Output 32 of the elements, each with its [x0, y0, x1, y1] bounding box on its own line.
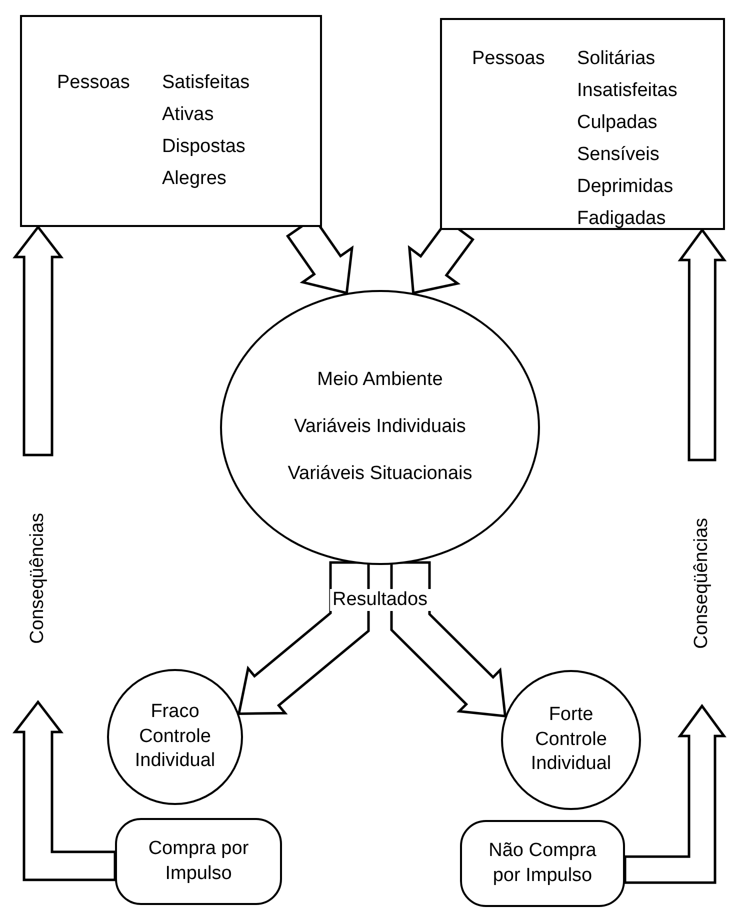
block-arrow — [12, 700, 116, 882]
node-text: Não Compra por Impulso — [488, 838, 598, 888]
node-text: Conseqüências — [690, 518, 713, 648]
node-text: Satisfeitas — [162, 72, 250, 94]
block-arrow — [678, 228, 727, 462]
node-text: Variáveis Individuais — [294, 415, 466, 440]
rounded-box — [115, 818, 282, 905]
node-text: Solitárias — [577, 48, 656, 70]
block-arrow — [390, 561, 507, 718]
node-text: Compra por Impulso — [147, 836, 250, 886]
block-arrow — [237, 561, 370, 715]
node-text: Deprimidas — [577, 176, 674, 198]
block-arrow — [624, 704, 726, 884]
process-box — [440, 18, 725, 230]
node-text: Insatisfeitas — [577, 80, 678, 102]
node-text: Dispostas — [162, 136, 246, 158]
node-text: Alegres — [162, 168, 226, 190]
node-text: Forte Controle Individual — [530, 702, 612, 776]
node-text: Pessoas — [57, 72, 130, 94]
node-text: Culpadas — [577, 112, 658, 134]
node-text: Fadigadas — [577, 208, 666, 230]
edge-label: Resultados — [330, 589, 431, 611]
node-text: Variáveis Situacionais — [288, 462, 472, 486]
node-text: Meio Ambiente — [317, 368, 443, 392]
block-arrow — [12, 224, 64, 456]
node-text: Pessoas — [472, 48, 545, 70]
node-text: Sensíveis — [577, 144, 660, 166]
node-text: Conseqüências — [26, 513, 49, 644]
node-text: Ativas — [162, 104, 214, 126]
rounded-box — [460, 820, 625, 907]
process-box — [20, 15, 322, 227]
node-text: Fraco Controle Individual — [134, 700, 216, 774]
